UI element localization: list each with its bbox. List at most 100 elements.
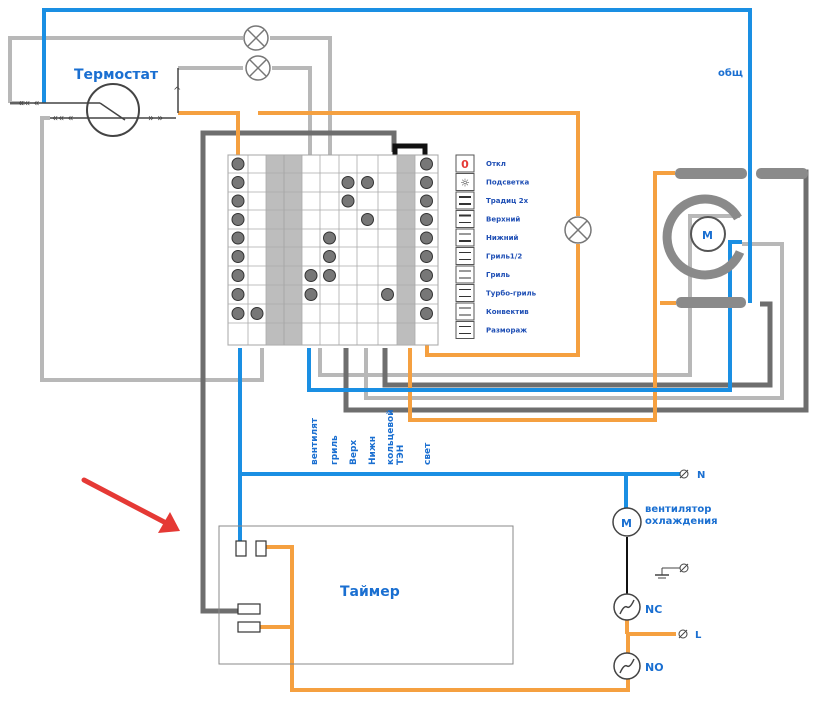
mode-icon — [455, 265, 475, 284]
live-terminal — [678, 629, 688, 639]
contact-dot — [361, 213, 374, 226]
timer-terminal-1 — [235, 540, 247, 557]
svg-text:M: M — [621, 517, 632, 530]
ground-icon — [655, 563, 689, 579]
cooling-fan-label-1: вентилятор — [645, 504, 711, 515]
contact-dot — [420, 194, 433, 208]
light-gray-wires — [8, 36, 784, 400]
contact-dot — [231, 157, 245, 171]
mode-row: 0 Откл — [455, 154, 506, 173]
contact-dot — [420, 269, 433, 282]
lamp-2 — [245, 55, 271, 81]
ring-heater — [662, 194, 745, 280]
mode-label: Турбо-гриль — [486, 290, 537, 298]
mode-icon — [455, 284, 475, 302]
neutral-label: N — [697, 470, 705, 481]
heater-top-right — [756, 168, 808, 179]
mode-label: Размораж — [486, 327, 527, 335]
contact-dot — [231, 250, 245, 263]
mode-row: Турбо-гриль — [455, 284, 537, 302]
cooling-fan-motor: M — [612, 507, 642, 537]
terminal-label: ТЭН — [396, 445, 406, 465]
mode-label: Традиц 2х — [486, 197, 529, 205]
mode-icon — [455, 247, 475, 265]
cooling-fan-label-2: охлаждения — [645, 516, 718, 527]
mode-icon — [455, 210, 475, 228]
contact-dot — [420, 288, 433, 301]
lamp-3 — [564, 216, 592, 244]
mode-row: Нижний — [455, 228, 518, 247]
contact-dot — [231, 213, 245, 226]
mode-label: Подсветка — [486, 179, 529, 187]
thermostat-symbol — [86, 83, 140, 137]
svg-text:» »: » » — [148, 113, 163, 124]
timer-label: Таймер — [340, 584, 400, 600]
mode-row: Гриль1/2 — [455, 247, 522, 265]
timer-box — [218, 525, 514, 665]
mode-label: Гриль1/2 — [486, 253, 522, 261]
timer-terminal-4 — [237, 621, 261, 633]
live-label: L — [695, 630, 702, 641]
no-label: NO — [645, 661, 664, 674]
svg-text:«« «: «« « — [52, 113, 74, 124]
contact-dot — [231, 269, 245, 282]
contact-dot — [420, 213, 433, 226]
contact-dot — [231, 307, 245, 320]
mode-icon — [455, 191, 475, 210]
mode-row: Гриль — [455, 265, 511, 284]
red-arrow-icon — [81, 477, 180, 533]
svg-text:^: ^ — [173, 86, 181, 97]
timer-terminal-3 — [237, 603, 261, 615]
no-switch — [613, 652, 641, 680]
mode-label: Гриль — [486, 271, 511, 279]
heater-top-left — [675, 168, 747, 179]
blue-wires — [42, 8, 752, 545]
grid-lines — [227, 154, 439, 346]
terminal-label: свет — [423, 442, 433, 465]
mode-label: Конвектив — [486, 308, 529, 316]
contact-dot — [420, 231, 433, 245]
common-label: общ — [718, 67, 743, 79]
contact-dot — [420, 157, 433, 171]
mode-icon — [455, 228, 475, 247]
contact-dot — [231, 194, 245, 208]
mode-label: Откл — [486, 160, 506, 168]
lamp-1 — [243, 25, 269, 51]
thermostat-label: Термостат — [74, 67, 159, 83]
heater-bottom — [676, 297, 746, 308]
terminal-label: Нижн — [368, 436, 378, 465]
terminal-label: Верх — [349, 440, 359, 465]
contact-dot — [381, 288, 394, 301]
contact-dot — [304, 288, 318, 301]
mode-row: Традиц 2х — [455, 191, 529, 210]
terminal-label: кольцевой — [386, 409, 396, 465]
svg-text:«« «: «« « — [18, 98, 40, 109]
fan-motor — [690, 216, 726, 252]
mode-icon-glyph: 0 — [461, 158, 469, 171]
mode-icon — [455, 173, 475, 191]
contact-dot — [420, 250, 433, 263]
nc-switch — [613, 593, 641, 621]
mode-row: ☼Подсветка — [455, 173, 529, 191]
nc-label: NC — [645, 603, 662, 616]
contact-dot — [420, 176, 433, 189]
switch-contacts — [231, 157, 433, 320]
contact-dot — [361, 176, 374, 189]
motor-letter: M — [702, 229, 713, 242]
neutral-terminal — [679, 469, 689, 479]
convection-fan-assembly: M — [662, 168, 808, 308]
terminal-label: вентилят — [310, 417, 320, 465]
contact-dot — [323, 250, 336, 263]
contact-dot — [231, 176, 245, 189]
mode-row: Размораж — [455, 321, 527, 339]
contact-dot — [341, 176, 355, 189]
mode-row: Верхний — [455, 210, 520, 228]
terminal-label: гриль — [330, 435, 340, 465]
mode-icon — [455, 154, 475, 173]
mode-label: Верхний — [486, 216, 520, 224]
mode-row: Конвектив — [455, 302, 529, 321]
contact-dot — [323, 231, 336, 245]
